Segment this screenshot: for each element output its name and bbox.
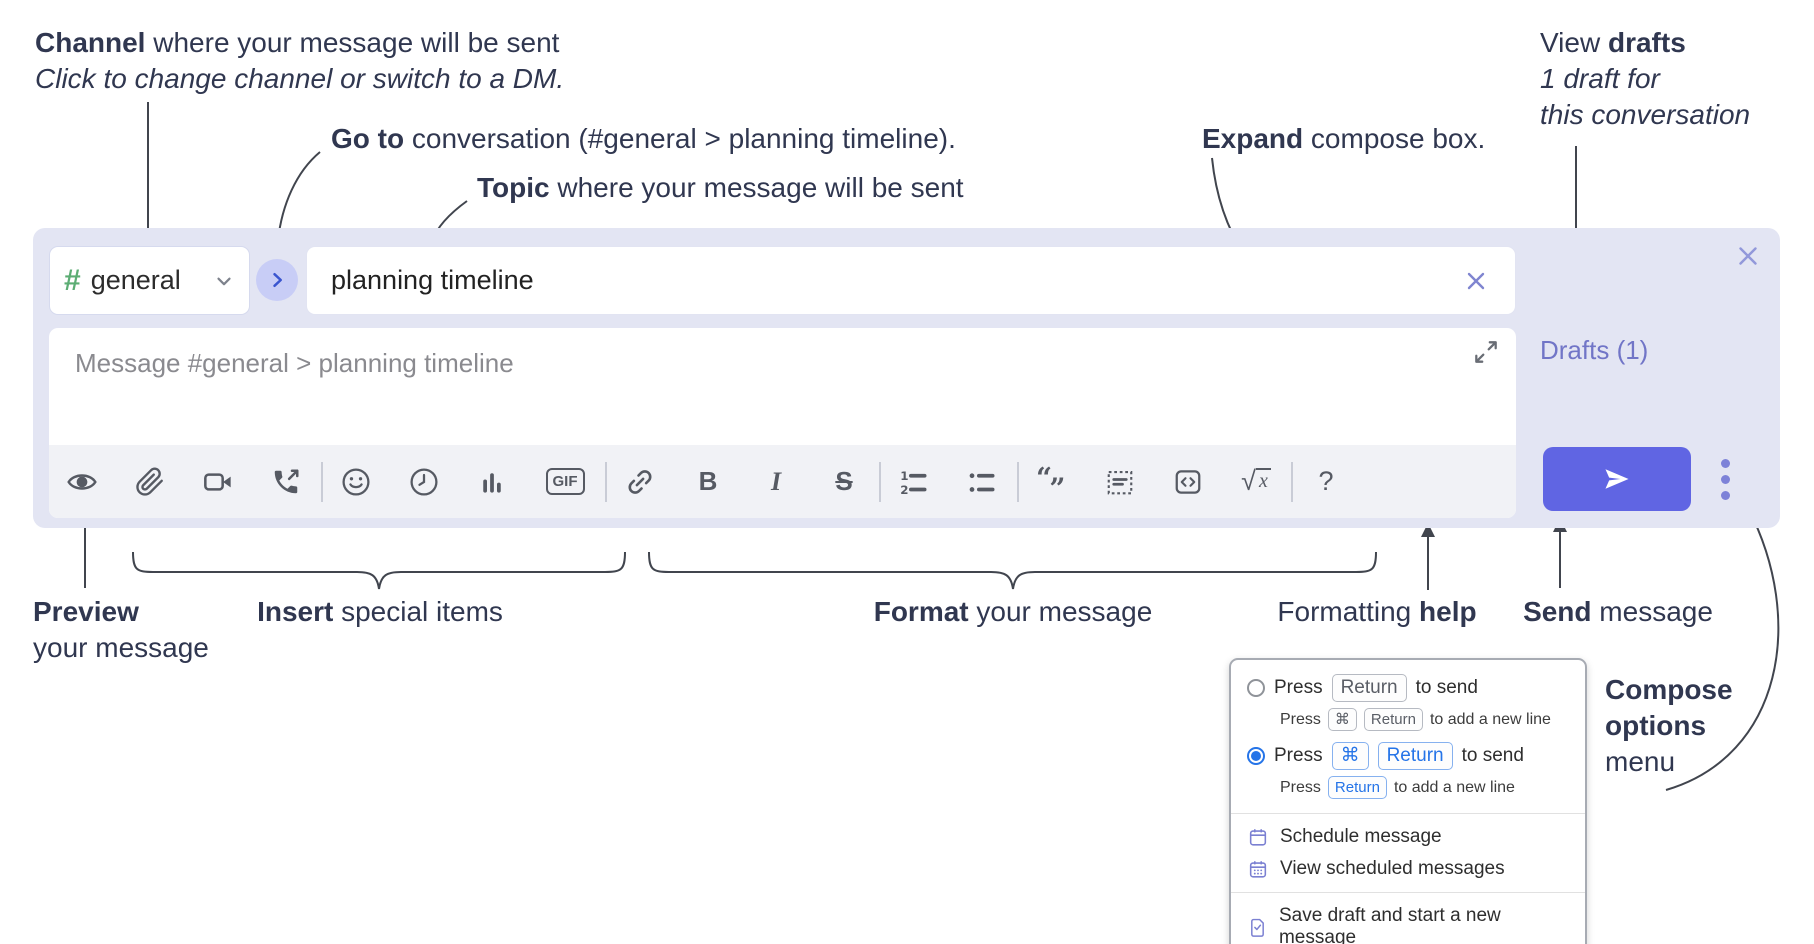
video-call-icon[interactable] bbox=[195, 454, 241, 510]
menu-item-label: Schedule message bbox=[1280, 826, 1442, 847]
svg-text:“: “ bbox=[1036, 466, 1052, 494]
option-text: to send bbox=[1415, 677, 1478, 698]
annotation-insert: Insert special items bbox=[257, 596, 503, 627]
svg-text:2: 2 bbox=[900, 482, 908, 496]
go-to-conversation-button[interactable] bbox=[256, 259, 298, 301]
preview-eye-icon[interactable] bbox=[59, 454, 105, 510]
strikethrough-icon[interactable]: S bbox=[821, 454, 867, 510]
dot-icon bbox=[1720, 490, 1730, 500]
draft-document-icon bbox=[1251, 918, 1264, 937]
cmd-key: ⌘ bbox=[1327, 708, 1357, 731]
send-plane-icon bbox=[1605, 469, 1629, 489]
option-text: Press bbox=[1274, 745, 1323, 766]
return-key: Return bbox=[1327, 776, 1387, 799]
drafts-link[interactable]: Drafts (1) bbox=[1540, 335, 1649, 365]
radio-selected-icon[interactable] bbox=[1247, 747, 1265, 765]
option-return-to-send[interactable]: Press Return to send bbox=[1231, 670, 1585, 706]
menu-item-schedule-message[interactable]: Schedule message bbox=[1231, 821, 1585, 853]
radio-unselected-icon[interactable] bbox=[1247, 679, 1265, 697]
toolbar-divider bbox=[605, 461, 607, 502]
expand-compose-button[interactable] bbox=[1472, 338, 1500, 366]
annotation-send-message: Send message bbox=[1523, 596, 1713, 627]
spoiler-icon[interactable] bbox=[1097, 454, 1143, 510]
annotation-topic: Topic where your message will be sent bbox=[477, 172, 964, 203]
topic-clear-button[interactable] bbox=[1461, 266, 1491, 296]
menu-item-save-draft[interactable]: Save draft and start a new message bbox=[1231, 900, 1585, 944]
option-subtext: Press ⌘ Return to add a new line bbox=[1231, 706, 1585, 738]
close-compose-button[interactable] bbox=[1732, 240, 1764, 272]
close-icon bbox=[1467, 272, 1485, 289]
menu-item-view-scheduled[interactable]: View scheduled messages bbox=[1231, 853, 1585, 885]
svg-text:1: 1 bbox=[900, 469, 908, 483]
annotation-channel: Channel where your message will be sent … bbox=[35, 27, 565, 94]
annotation-preview: Preview your message bbox=[33, 596, 209, 663]
expand-icon bbox=[1475, 341, 1497, 363]
option-text: Press bbox=[1274, 677, 1323, 698]
annotation-compose-options: Compose options menu bbox=[1605, 674, 1733, 777]
math-icon[interactable]: √x bbox=[1233, 454, 1279, 510]
compose-editor: Message #general > planning timeline bbox=[49, 328, 1516, 518]
toolbar-divider bbox=[879, 461, 881, 502]
channel-select[interactable]: # general bbox=[49, 246, 250, 315]
topic-input[interactable]: planning timeline bbox=[306, 246, 1516, 315]
bulleted-list-icon[interactable] bbox=[959, 454, 1005, 510]
annotation-formatting-help: Formatting help bbox=[1277, 596, 1477, 627]
option-cmd-return-to-send[interactable]: Press ⌘ Return to send bbox=[1231, 738, 1585, 774]
chevron-down-icon bbox=[217, 277, 231, 285]
menu-divider bbox=[1231, 892, 1585, 893]
voice-call-icon[interactable] bbox=[263, 454, 309, 510]
send-button[interactable] bbox=[1543, 447, 1691, 511]
calendar-icon bbox=[1249, 829, 1267, 846]
menu-item-label: Save draft and start a new message bbox=[1278, 905, 1501, 944]
close-icon bbox=[1739, 247, 1757, 265]
return-key: Return bbox=[1377, 742, 1453, 770]
cmd-key: ⌘ bbox=[1331, 742, 1369, 770]
toolbar-divider bbox=[1291, 461, 1293, 502]
return-key: Return bbox=[1363, 708, 1423, 731]
message-placeholder: Message #general > planning timeline bbox=[75, 348, 514, 378]
toolbar-divider bbox=[1017, 461, 1019, 502]
menu-divider bbox=[1231, 813, 1585, 814]
compose-options-menu: Press Return to send Press ⌘ Return to a… bbox=[1229, 658, 1587, 944]
compose-options-menu-button[interactable] bbox=[1705, 449, 1745, 509]
attach-file-icon[interactable] bbox=[127, 454, 173, 510]
svg-text:”: ” bbox=[1049, 472, 1065, 498]
dot-icon bbox=[1720, 474, 1730, 484]
emoji-icon[interactable] bbox=[333, 454, 379, 510]
dot-icon bbox=[1720, 458, 1730, 468]
menu-item-label: View scheduled messages bbox=[1280, 858, 1505, 879]
quote-icon[interactable]: “ ” bbox=[1029, 454, 1075, 510]
bold-icon[interactable]: B bbox=[685, 454, 731, 510]
numbered-list-icon[interactable]: 1 2 bbox=[891, 454, 937, 510]
channel-hash-icon: # bbox=[64, 263, 81, 297]
message-textarea[interactable]: Message #general > planning timeline bbox=[49, 328, 1516, 445]
annotation-format: Format your message bbox=[873, 596, 1153, 627]
compose-box: # general planning timeline Message #gen… bbox=[33, 228, 1780, 528]
help-icon[interactable]: ? bbox=[1303, 454, 1349, 510]
option-subtext: Press Return to add a new line bbox=[1231, 774, 1585, 806]
toolbar-divider bbox=[321, 461, 323, 502]
annotation-view-drafts: View drafts 1 draft for this conversatio… bbox=[1540, 27, 1751, 130]
gif-icon[interactable]: GIF bbox=[537, 454, 593, 510]
chevron-right-icon bbox=[273, 272, 282, 288]
topic-value: planning timeline bbox=[331, 265, 534, 295]
code-icon[interactable] bbox=[1165, 454, 1211, 510]
annotation-go-to: Go to conversation (#general > planning … bbox=[331, 123, 956, 154]
compose-toolbar: GIF B I S bbox=[49, 445, 1516, 518]
return-key: Return bbox=[1331, 674, 1407, 702]
link-icon[interactable] bbox=[617, 454, 663, 510]
italic-icon[interactable]: I bbox=[753, 454, 799, 510]
calendar-grid-icon bbox=[1249, 861, 1267, 878]
channel-name: general bbox=[90, 265, 181, 295]
time-icon[interactable] bbox=[401, 454, 447, 510]
annotation-expand: Expand compose box. bbox=[1202, 123, 1486, 154]
option-text: to send bbox=[1461, 745, 1524, 766]
poll-icon[interactable] bbox=[469, 454, 515, 510]
